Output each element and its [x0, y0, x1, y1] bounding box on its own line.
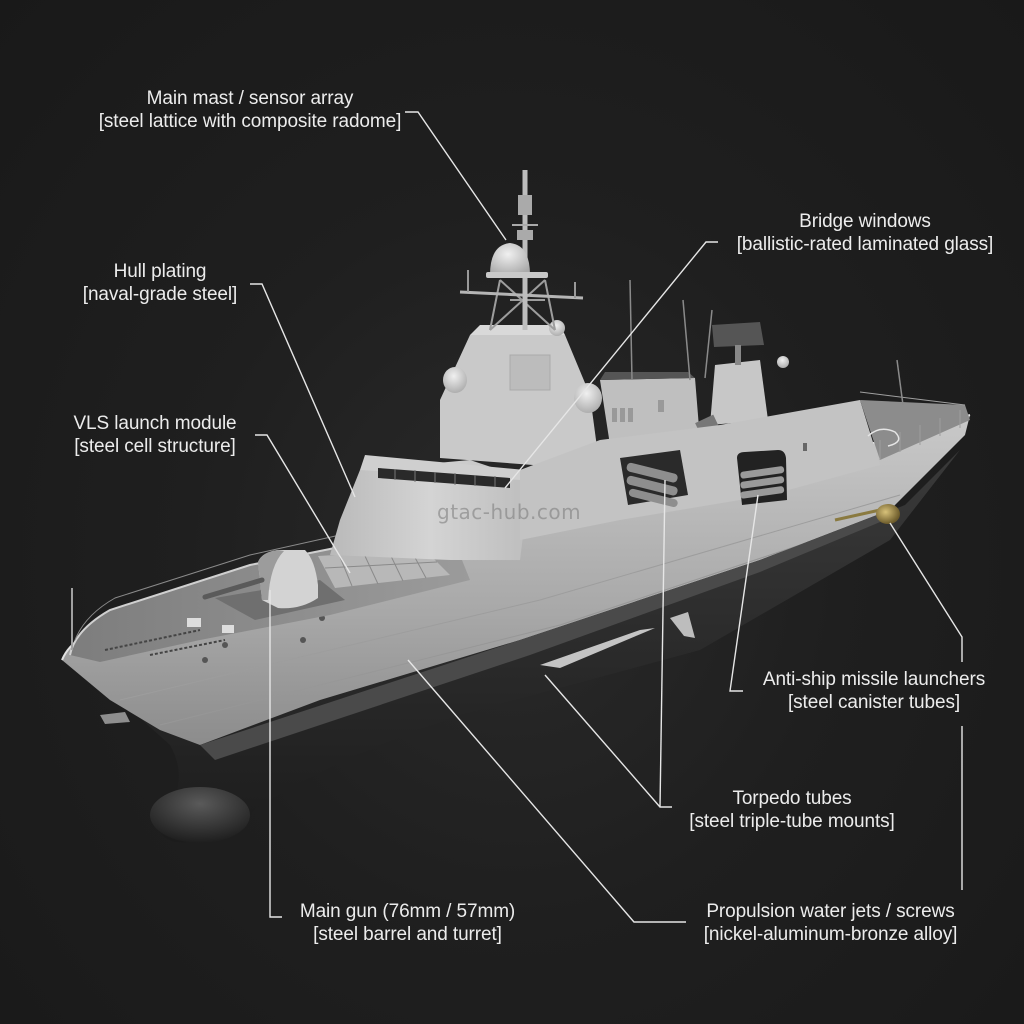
- watermark: gtac-hub.com: [437, 500, 582, 524]
- vls-module: [318, 550, 450, 588]
- callout-title: Anti-ship missile launchers: [762, 669, 986, 690]
- leader-propulsion: [407, 659, 686, 923]
- callout-vls-launch-module: VLS launch module [steel cell structure]: [60, 412, 250, 458]
- callout-anti-ship-missiles: Anti-ship missile launchers [steel canis…: [745, 668, 1003, 714]
- leader-bridge: [504, 241, 718, 489]
- callout-material: [ballistic-rated laminated glass]: [736, 234, 994, 255]
- callout-material: [steel triple-tube mounts]: [689, 811, 895, 832]
- leader-torpedo: [544, 674, 672, 808]
- callout-propulsion: Propulsion water jets / screws [nickel-a…: [688, 900, 973, 946]
- callout-title: Main gun (76mm / 57mm): [299, 901, 516, 922]
- callout-material: [steel cell structure]: [74, 436, 236, 457]
- callout-main-mast: Main mast / sensor array [steel lattice …: [90, 87, 410, 133]
- callout-material: [naval-grade steel]: [82, 284, 238, 305]
- leader-antiship: [729, 494, 759, 692]
- callout-title: Main mast / sensor array: [146, 88, 354, 109]
- callout-material: [steel lattice with composite radome]: [98, 111, 402, 132]
- main-gun: [202, 550, 345, 620]
- callout-title: Hull plating: [113, 261, 207, 282]
- forward-superstructure: [330, 320, 602, 560]
- callout-material: [steel canister tubes]: [787, 692, 961, 713]
- leader-antiship-2: [889, 522, 963, 662]
- callout-title: VLS launch module: [73, 413, 237, 434]
- leader-torpedo-2: [659, 479, 666, 808]
- callout-hull-plating: Hull plating [naval-grade steel]: [70, 260, 250, 306]
- callout-material: [steel barrel and turret]: [313, 924, 502, 945]
- leader-gun: [269, 590, 282, 918]
- callout-main-gun: Main gun (76mm / 57mm) [steel barrel and…: [285, 900, 530, 946]
- leader-lines: [250, 111, 963, 923]
- leader-mast: [405, 111, 507, 241]
- callout-title: Bridge windows: [799, 211, 931, 232]
- callout-torpedo-tubes: Torpedo tubes [steel triple-tube mounts]: [672, 787, 912, 833]
- main-mast: [459, 170, 584, 331]
- leader-hull: [250, 283, 356, 498]
- midship-block: [520, 279, 880, 540]
- leader-vls: [255, 434, 351, 574]
- propeller: [834, 504, 900, 524]
- callout-title: Propulsion water jets / screws: [706, 901, 955, 922]
- callout-bridge-windows: Bridge windows [ballistic-rated laminate…: [720, 210, 1010, 256]
- callout-material: [nickel-aluminum-bronze alloy]: [703, 924, 958, 945]
- flight-deck: [859, 359, 970, 460]
- callout-title: Torpedo tubes: [732, 788, 852, 809]
